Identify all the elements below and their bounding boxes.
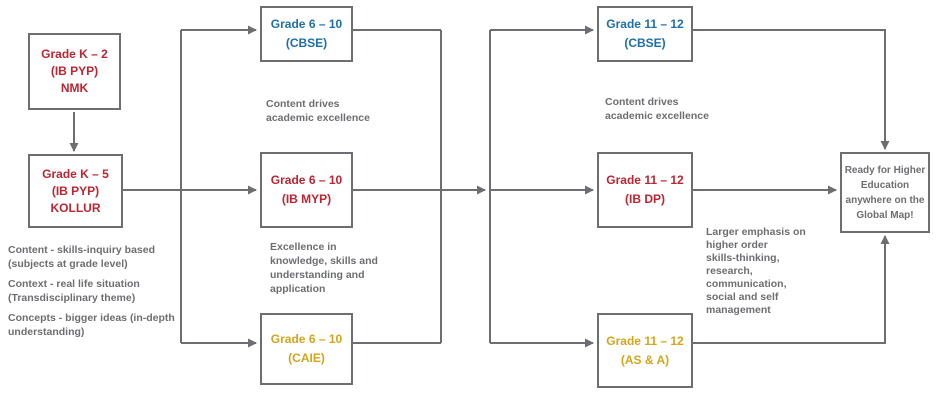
box-grade-6-10-caie: Grade 6 – 10 (CAIE) [260,313,353,385]
annotation-line: Content - skills-inquiry based [8,244,156,256]
annotation-line: Larger emphasis on [706,226,806,238]
box-label-line: (IB MYP) [281,192,332,206]
box-label-line: (CBSE) [624,36,666,50]
annotation-pyp-content-context-concepts: Content - skills-inquiry based (subjects… [8,243,175,345]
annotation-line: understanding and [270,269,365,281]
box-label-line: (IB PYP) [50,64,99,78]
box-grade-11-12-ib-dp: Grade 11 – 12 (IB DP) [597,152,693,228]
annotation-line: knowledge, skills and [270,255,378,267]
box-label-line: Grade 6 – 10 [270,173,343,187]
annotation-line: research, [706,265,753,277]
annotation-larger-emphasis: Larger emphasis on higher order skills-t… [706,226,806,317]
annotation-line: application [270,283,326,295]
box-grade-6-10-ib-myp: Grade 6 – 10 (IB MYP) [260,152,353,228]
box-ready-for-higher-education: Ready for Higher Education anywhere on t… [840,152,930,233]
box-label-line: (CAIE) [288,351,325,365]
box-label-line: Grade 6 – 10 [270,332,343,346]
box-label-line: (AS & A) [620,352,670,367]
annotation-excellence: Excellence in knowledge, skills and unde… [270,240,378,296]
annotation-line: Concepts - bigger ideas (in-depth [8,312,175,324]
annotation-line: skills-thinking, [706,252,780,264]
annotation-paragraph: Context - real life situation (Transdisc… [8,277,175,305]
box-label-line: NMK [60,81,89,95]
annotation-line: management [706,304,771,316]
annotation-paragraph: Concepts - bigger ideas (in-depth unders… [8,311,175,339]
box-grade-11-12-cbse: Grade 11 – 12 (CBSE) [597,6,693,62]
box-grade-k5-ib-pyp-kollur: Grade K – 5 (IB PYP) KOLLUR [28,154,123,228]
box-label-line: Grade 11 – 12 [606,173,684,187]
arrow-right-asa-to-ready [693,235,890,344]
annotation-line: understanding) [8,326,85,338]
annotation-line: (Transdisciplinary theme) [8,292,136,304]
box-label-line: Grade K – 2 [41,47,108,61]
box-label-line: Education [860,179,910,191]
annotation-line: (subjects at grade level) [8,258,128,270]
box-label-line: Ready for Higher [844,164,926,176]
annotation-line: social and self [706,291,779,303]
box-label-line: Grade 11 – 12 [606,333,684,348]
box-label-line: Global Map! [856,209,914,221]
annotation-content-drives-right: Content drives academic excellence [605,95,709,123]
annotation-line: Excellence in [270,241,337,253]
annotation-line: communication, [706,278,787,290]
box-label-line: Grade 11 – 12 [606,17,684,31]
box-grade-6-10-cbse: Grade 6 – 10 (CBSE) [260,6,353,62]
annotation-line: academic excellence [266,112,370,124]
annotation-content-drives-left: Content drives academic excellence [266,97,370,125]
box-label-line: KOLLUR [50,200,101,215]
annotation-paragraph: Content - skills-inquiry based (subjects… [8,243,175,271]
annotation-line: Content drives [605,96,679,108]
annotation-line: academic excellence [605,110,709,122]
box-label-line: (IB PYP) [51,183,100,198]
box-label-line: (IB DP) [625,192,665,206]
annotation-line: higher order [706,239,768,251]
annotation-line: Context - real life situation [8,278,140,290]
box-label-line: (CBSE) [285,36,328,50]
box-grade-k2-ib-pyp-nmk: Grade K – 2 (IB PYP) NMK [28,33,121,110]
box-label-line: Grade K – 5 [42,166,109,181]
box-label-line: Grade 6 – 10 [270,17,343,31]
annotation-line: Content drives [266,98,340,110]
arrow-right-cbse-to-ready [693,29,890,150]
box-grade-11-12-as-a: Grade 11 – 12 (AS & A) [597,313,693,388]
box-label-line: anywhere on the [845,194,925,206]
